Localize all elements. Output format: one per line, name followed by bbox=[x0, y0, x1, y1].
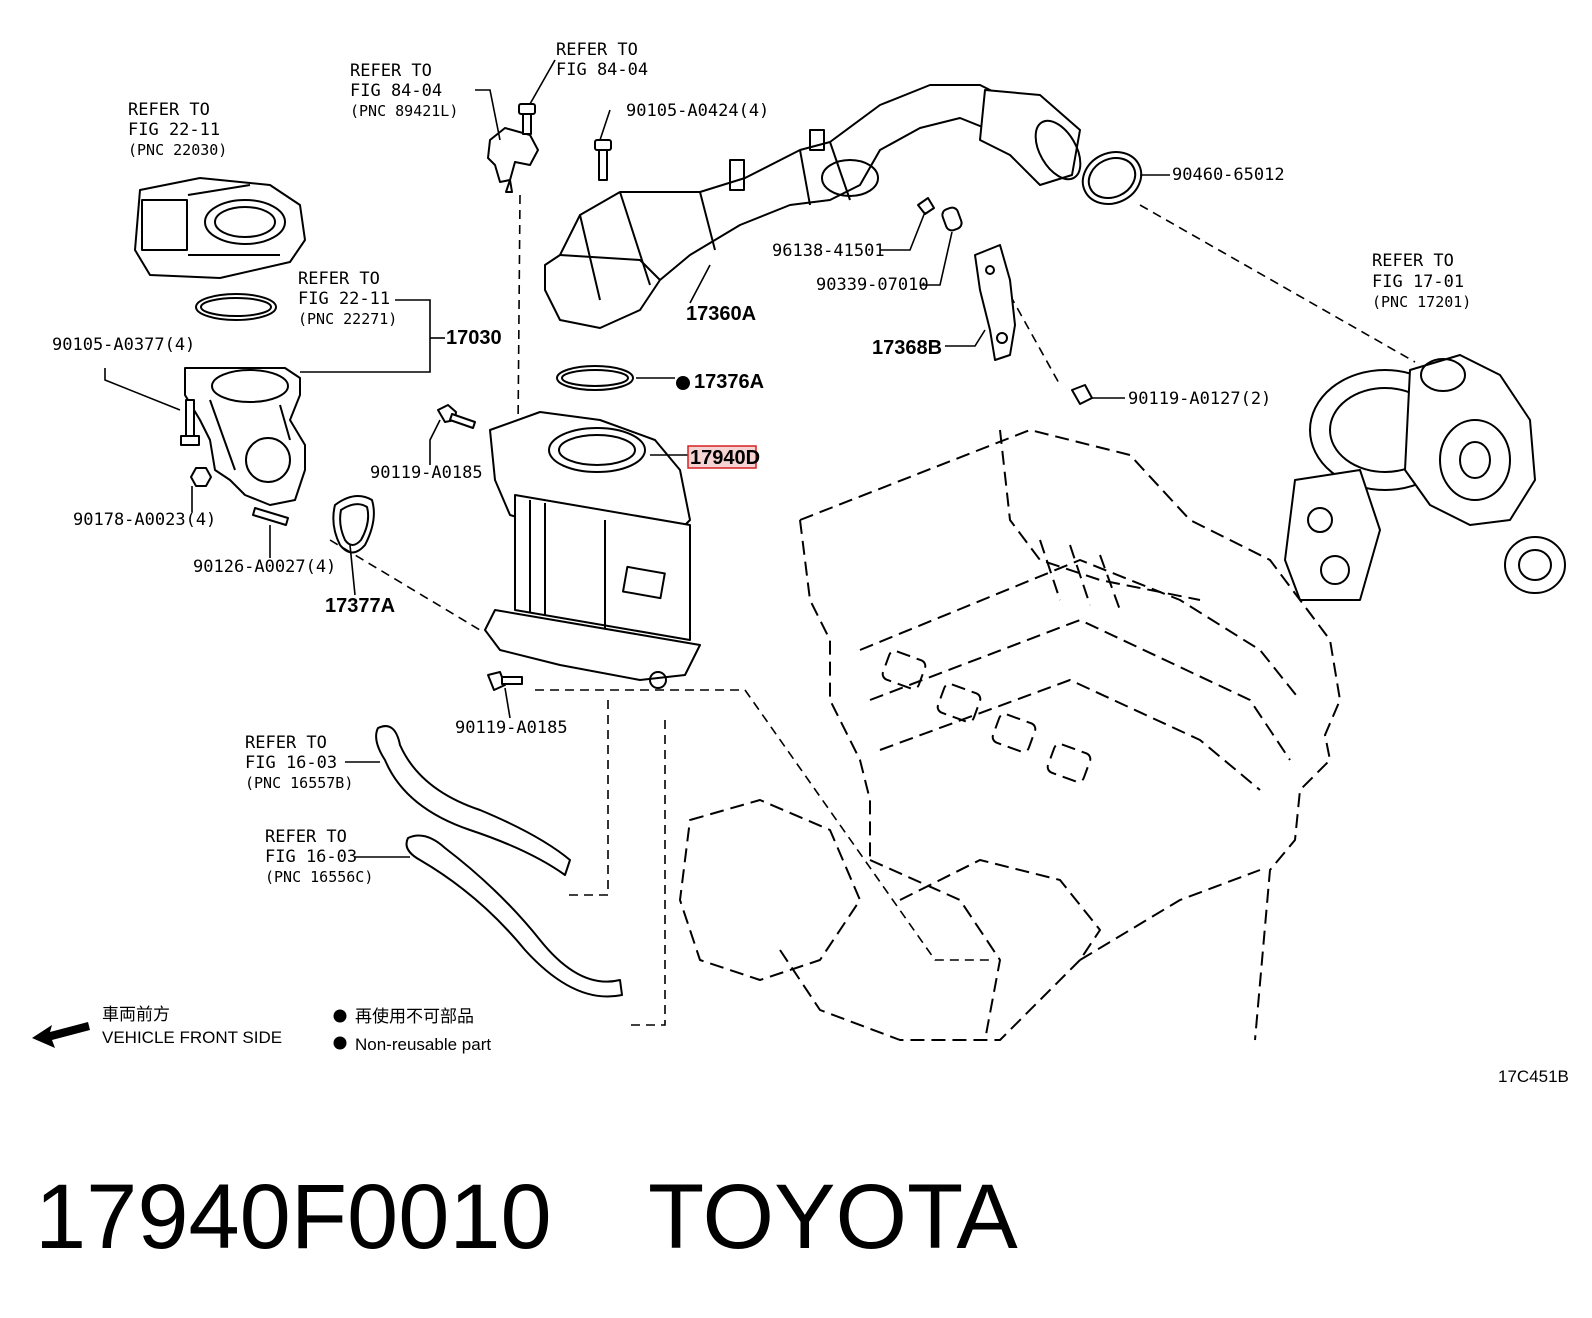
front-arrow-icon bbox=[32, 1022, 90, 1048]
intake-pipe-17360a bbox=[544, 84, 1011, 329]
label-90119-a0127: 90119-A0127(2) bbox=[1128, 389, 1271, 409]
label-90105-a0377: 90105-A0377(4) bbox=[52, 335, 195, 355]
nonreusable-en: Non-reusable part bbox=[355, 1035, 491, 1054]
label-17940d: 17940D bbox=[690, 447, 760, 469]
ref-line1: REFER TO bbox=[245, 733, 327, 753]
label-90119-a0185-top: 90119-A0185 bbox=[370, 463, 483, 483]
hose-16556c bbox=[405, 834, 623, 998]
ref-pnc: (PNC 22030) bbox=[128, 141, 227, 159]
label-96138-41501: 96138-41501 bbox=[772, 241, 885, 261]
label-90105-a0424: 90105-A0424(4) bbox=[626, 101, 769, 121]
label-17376a: 17376A bbox=[694, 371, 764, 393]
turbocharger bbox=[1284, 354, 1566, 601]
label-90178-a0023: 90178-A0023(4) bbox=[73, 510, 216, 530]
nonreusable-jp: 再使用不可部品 bbox=[355, 1006, 474, 1026]
nonreusable-dot bbox=[676, 376, 690, 390]
brand-name: TOYOTA bbox=[648, 1166, 1018, 1268]
ref-line1: REFER TO bbox=[350, 61, 432, 81]
label-90126-a0027: 90126-A0027(4) bbox=[193, 557, 336, 577]
ref-line2: FIG 16-03 bbox=[265, 847, 357, 867]
bolt-90119-a0185-bottom bbox=[487, 671, 523, 691]
bullet-icon bbox=[333, 1009, 347, 1023]
bolt-90105-a0424 bbox=[594, 139, 612, 181]
label-17030: 17030 bbox=[446, 327, 502, 349]
clamp-90460 bbox=[1081, 151, 1143, 205]
ref-pnc: (PNC 16557B) bbox=[245, 774, 353, 792]
ref-line2: FIG 17-01 bbox=[1372, 272, 1464, 292]
gasket-17377a bbox=[332, 495, 375, 554]
ref-bolt-top: REFER TO FIG 84-04 bbox=[556, 40, 648, 80]
ref-pnc: (PNC 22271) bbox=[298, 310, 397, 328]
diagram-code: 17C451B bbox=[1498, 1067, 1569, 1086]
ref-line2: FIG 22-11 bbox=[128, 120, 220, 140]
label-90119-a0185-bottom: 90119-A0185 bbox=[455, 718, 568, 738]
part-number: 17940F0010 bbox=[35, 1166, 552, 1268]
leader-lines bbox=[104, 59, 1170, 858]
sensor bbox=[487, 127, 539, 193]
ref-line1: REFER TO bbox=[265, 827, 347, 847]
nut-90178 bbox=[190, 467, 212, 487]
bolt-90119-a0127 bbox=[1071, 384, 1093, 405]
nonreusable-legend: 再使用不可部品 Non-reusable part bbox=[333, 1006, 491, 1054]
highlight-box bbox=[687, 445, 757, 469]
ref-line1: REFER TO bbox=[1372, 251, 1454, 271]
ref-line2: FIG 84-04 bbox=[350, 81, 442, 101]
bolt-90105-a0377 bbox=[180, 399, 200, 446]
ref-line2: FIG 22-11 bbox=[298, 289, 390, 309]
label-17368b: 17368B bbox=[872, 337, 942, 359]
ref-pnc: (PNC 17201) bbox=[1372, 293, 1471, 311]
throttle-adapter bbox=[184, 367, 306, 506]
direction-en: VEHICLE FRONT SIDE bbox=[102, 1028, 282, 1047]
label-90460-65012: 90460-65012 bbox=[1172, 165, 1285, 185]
bracket-17368b bbox=[974, 244, 1016, 361]
gasket-ring bbox=[195, 293, 277, 321]
ref-throttle: REFER TO FIG 22-11 (PNC 22030) bbox=[128, 100, 227, 159]
ref-line2: FIG 84-04 bbox=[556, 60, 648, 80]
throttle-body bbox=[134, 177, 306, 279]
ref-pnc: (PNC 89421L) bbox=[350, 102, 458, 120]
ref-sensor: REFER TO FIG 84-04 (PNC 89421L) bbox=[350, 61, 458, 120]
stud-90126 bbox=[252, 507, 289, 526]
bolt-90119-a0185-top bbox=[437, 404, 476, 429]
dashed-leaders bbox=[329, 194, 1416, 1026]
intercooler-17940d bbox=[484, 365, 701, 689]
ref-line2: FIG 16-03 bbox=[245, 753, 337, 773]
ref-hose-b: REFER TO FIG 16-03 (PNC 16556C) bbox=[265, 827, 373, 886]
engine-outline bbox=[679, 429, 1341, 1041]
label-17377a: 17377A bbox=[325, 595, 395, 617]
hose-connector bbox=[979, 89, 1082, 186]
ref-turbo: REFER TO FIG 17-01 (PNC 17201) bbox=[1372, 251, 1471, 311]
label-17360a: 17360A bbox=[686, 303, 756, 325]
clip-96138 bbox=[917, 197, 935, 215]
ref-hose-a: REFER TO FIG 16-03 (PNC 16557B) bbox=[245, 733, 353, 792]
ref-gasket: REFER TO FIG 22-11 (PNC 22271) bbox=[298, 269, 397, 328]
direction-jp: 車両前方 bbox=[102, 1005, 170, 1024]
ref-line1: REFER TO bbox=[128, 100, 210, 120]
ref-pnc: (PNC 16556C) bbox=[265, 868, 373, 886]
hose-16557b bbox=[375, 725, 571, 876]
bullet-icon bbox=[333, 1036, 347, 1050]
ref-line1: REFER TO bbox=[298, 269, 380, 289]
label-90339-07010: 90339-07010 bbox=[816, 275, 929, 295]
bolt-top-84-04 bbox=[518, 103, 536, 135]
ref-line1: REFER TO bbox=[556, 40, 638, 60]
pipe-90339 bbox=[941, 206, 963, 232]
front-direction-legend: 車両前方 VEHICLE FRONT SIDE bbox=[32, 1005, 282, 1048]
